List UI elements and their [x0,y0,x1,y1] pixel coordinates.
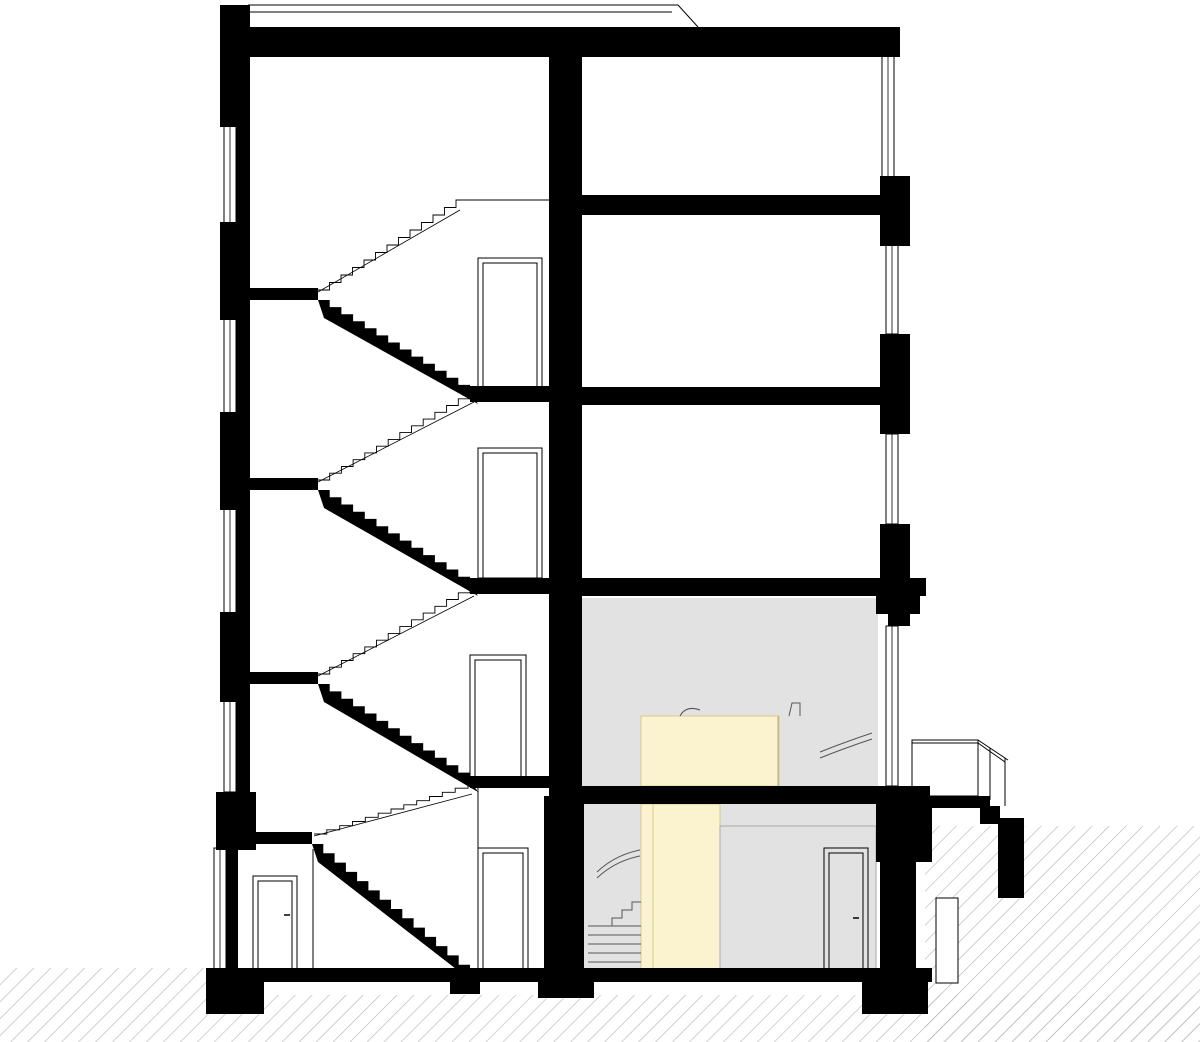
door-1 [469,654,527,780]
stair-soffit-1 [317,401,475,483]
stair-soffit-3 [313,793,473,837]
stair-flight-projected-1 [318,391,550,481]
door-2 [477,447,543,579]
right-garden-fill [935,897,959,984]
stair-flight-projected-3 [314,783,550,835]
basement-room [584,804,876,971]
stair-flight-cut-2 [318,684,478,792]
stair-flight-cut-3 [312,844,478,986]
roof-parapet [248,4,699,28]
stair-flights [312,199,550,986]
ground-hatch [0,826,1200,1042]
stair-flight-cut-1 [318,490,478,596]
door-0 [477,847,529,971]
door-handles [284,914,859,919]
stair-soffit-0 [317,209,461,293]
stair-soffit-2 [317,595,475,677]
terrace-railing [911,739,1009,806]
stair-flight-projected-0 [318,199,550,291]
door-basement-left [252,875,298,972]
yellow-volume [640,702,873,972]
right-facade-windows [881,54,899,787]
door-3 [477,257,543,389]
stair-flight-projected-2 [318,585,550,675]
stair-flight-cut-0 [318,300,478,404]
structure [206,5,1024,1014]
